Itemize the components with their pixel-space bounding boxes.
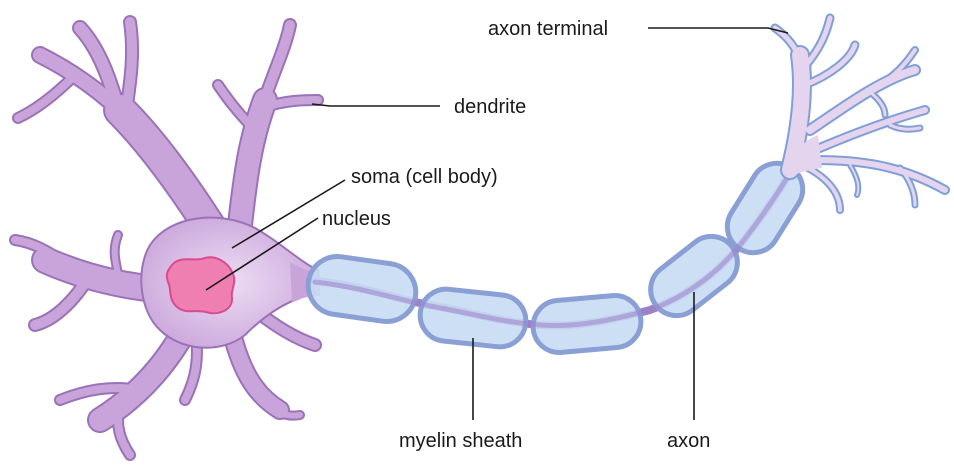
- label-axon-terminal: axon terminal: [488, 18, 608, 40]
- labels: axon terminal dendrite soma (cell body) …: [322, 18, 710, 452]
- leader-lines: [206, 28, 788, 420]
- leader-dendrite: [312, 104, 440, 106]
- label-myelin-sheath: myelin sheath: [399, 430, 522, 452]
- label-soma: soma (cell body): [351, 166, 498, 188]
- label-axon: axon: [667, 430, 710, 452]
- leader-axon-terminal: [648, 28, 788, 33]
- label-nucleus: nucleus: [322, 208, 391, 230]
- label-dendrite: dendrite: [454, 96, 526, 118]
- nucleus: [167, 257, 234, 313]
- neuron-cell-body-group: [15, 22, 320, 455]
